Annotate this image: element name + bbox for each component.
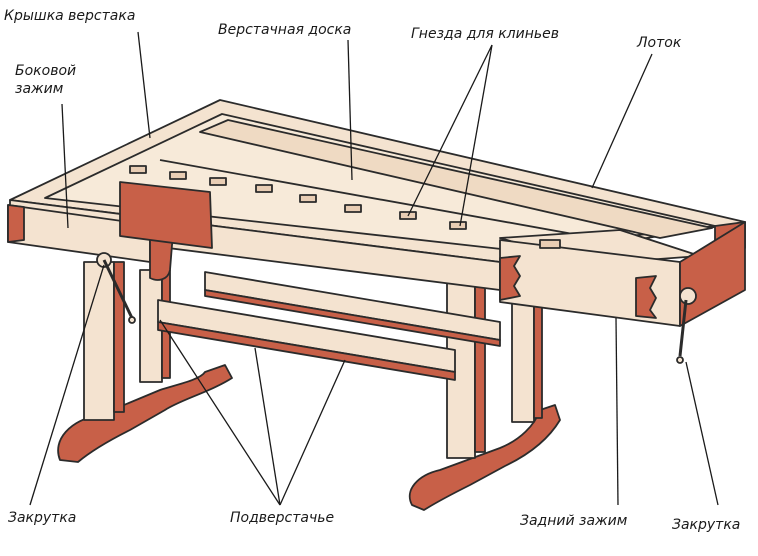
right-foot <box>409 404 561 511</box>
side-vise <box>7 181 213 281</box>
leader-board <box>347 39 353 181</box>
leader-socket-1 <box>407 44 493 217</box>
back-vise-dovetails-left <box>499 255 521 301</box>
tool-tray <box>199 119 713 239</box>
label-side-clamp-line2: зажим <box>15 81 64 97</box>
back-vise-socket <box>539 239 561 249</box>
left-screw-bar <box>102 259 134 319</box>
leader-side-clamp <box>61 103 69 229</box>
right-screw-handle <box>676 287 697 364</box>
leader-socket-2 <box>459 44 493 227</box>
back-vise-dovetails-right <box>635 275 657 319</box>
label-tray: Лоток <box>637 35 682 51</box>
leader-underframe-3 <box>279 359 346 506</box>
socket <box>169 171 187 180</box>
left-foot <box>57 364 233 463</box>
side-vise-dovetail <box>7 204 25 243</box>
socket <box>129 165 147 174</box>
label-screw-right: Закрутка <box>672 517 741 533</box>
left-screw-bar-end <box>128 316 136 324</box>
right-screw-bar-end <box>676 356 684 364</box>
label-bench-top: Крышка верстака <box>4 8 136 24</box>
leader-top <box>137 31 151 139</box>
label-side-clamp-line1: Боковой <box>15 63 77 79</box>
socket <box>449 221 467 230</box>
label-bench-board: Верстачная доска <box>218 22 352 38</box>
label-back-clamp: Задний зажим <box>520 513 628 529</box>
right-screw-knob <box>679 287 697 305</box>
right-front-post-side <box>474 279 486 453</box>
leader-screw-left <box>29 264 105 506</box>
leader-tray <box>591 53 653 189</box>
socket <box>255 184 273 193</box>
socket <box>209 177 227 186</box>
socket <box>299 194 317 203</box>
right-back-post <box>511 299 535 423</box>
back-vise-end <box>679 221 746 327</box>
leader-underframe-1 <box>159 319 281 506</box>
back-vise <box>499 221 746 327</box>
socket <box>344 204 362 213</box>
tray-divider <box>159 159 641 247</box>
left-screw-handle <box>96 252 136 324</box>
upper-stretcher-edge <box>204 289 501 347</box>
side-vise-block <box>119 181 213 249</box>
leader-screw-right <box>685 361 719 506</box>
lower-stretcher-edge <box>157 321 456 381</box>
label-underframe: Подверстачье <box>230 510 335 526</box>
left-front-post <box>83 261 115 421</box>
leader-lines <box>29 31 719 506</box>
leader-underframe-2 <box>254 347 281 506</box>
label-screw-left: Закрутка <box>8 510 77 526</box>
left-front-post-side <box>113 261 125 413</box>
label-dog-sockets: Гнезда для клиньев <box>411 26 559 42</box>
leader-back-clamp <box>615 317 619 506</box>
stretchers <box>157 271 501 381</box>
right-screw-bar <box>678 299 688 357</box>
right-back-post-side <box>533 299 543 419</box>
